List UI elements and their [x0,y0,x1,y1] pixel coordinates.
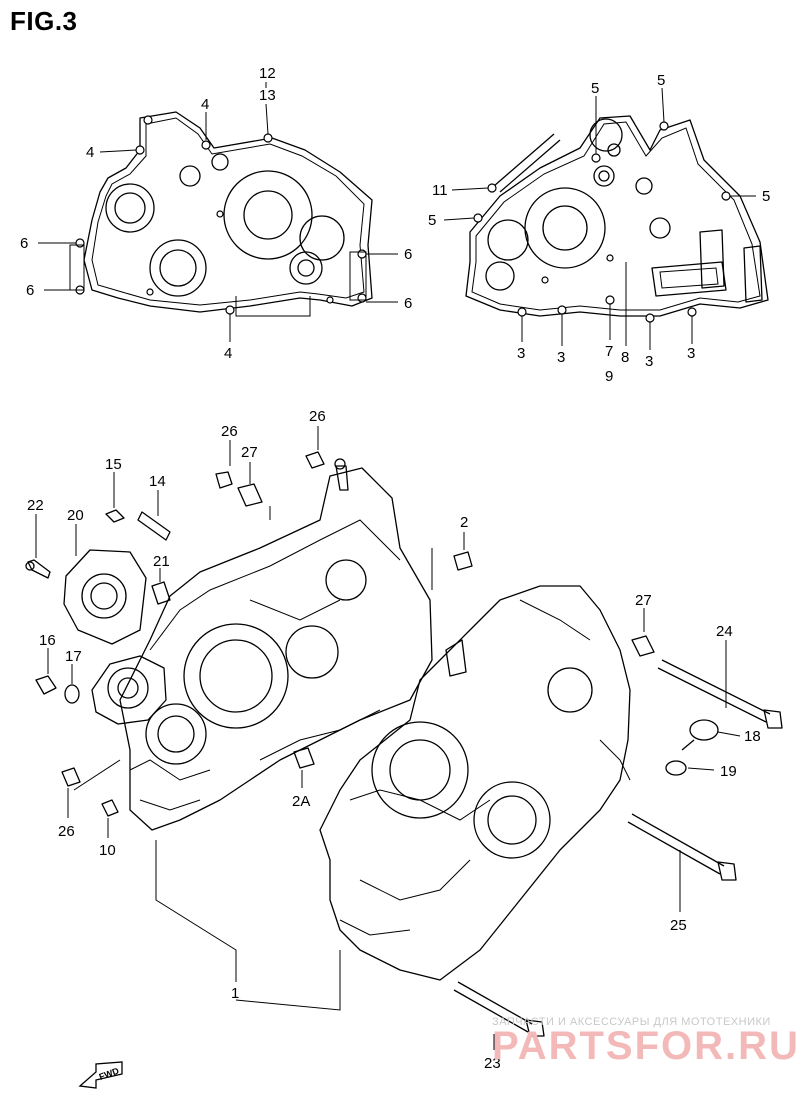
callout-1: 1 [231,985,239,1002]
callout-5c: 5 [428,212,436,229]
callout-6b: 6 [26,282,34,299]
watermark-tagline: ЗАПЧАСТИ И АКСЕССУАРЫ ДЛЯ МОТОТЕХНИКИ [492,1016,771,1028]
watermark: ЗАПЧАСТИ И АКСЕССУАРЫ ДЛЯ МОТОТЕХНИКИ PA… [492,1016,800,1069]
crankcase-right-face [465,115,769,323]
callout-8: 8 [621,349,629,366]
callout-13: 13 [259,87,276,104]
callout-15: 15 [105,456,122,473]
callout-12: 12 [259,65,276,82]
callout-20: 20 [67,507,84,524]
leaders-bottom [35,426,741,1050]
crankcase-right-half [319,585,631,981]
figure-title: FIG.3 [10,6,78,36]
callout-3d: 3 [687,345,695,362]
callout-3b: 3 [557,349,565,366]
callout-23: 23 [484,1055,501,1072]
callout-9: 9 [605,368,613,385]
callout-3c: 3 [645,353,653,370]
callout-6c: 6 [404,246,412,263]
callout-22: 22 [27,497,44,514]
leaders-top-left [38,82,398,342]
callout-26b: 26 [309,408,326,425]
callout-10: 10 [99,842,116,859]
callout-26c: 26 [58,823,75,840]
callout-2A: 2A [292,793,310,810]
callout-17: 17 [65,648,82,665]
crankcase-left-face [69,111,373,317]
callout-21: 21 [153,553,170,570]
callout-25: 25 [670,917,687,934]
callout-2: 2 [460,514,468,531]
callout-5b: 5 [657,72,665,89]
watermark-logo: PARTSFOR.RU [492,1024,800,1068]
callout-16: 16 [39,632,56,649]
callout-14: 14 [149,473,166,490]
fwd-arrow-icon: FWD [78,1061,123,1089]
callout-4a: 4 [201,96,209,113]
callout-4b: 4 [86,144,94,161]
callout-24: 24 [716,623,733,640]
leaders-top-right [443,87,756,350]
small-parts [25,451,783,1037]
callout-27a: 27 [241,444,258,461]
crankcase-left-half [119,458,433,831]
callout-27b: 27 [635,592,652,609]
callout-26a: 26 [221,423,238,440]
callout-7: 7 [605,343,613,360]
callout-18: 18 [744,728,761,745]
callout-5d: 5 [762,188,770,205]
callout-6a: 6 [20,235,28,252]
callout-4c: 4 [224,345,232,362]
callout-19: 19 [720,763,737,780]
callout-labels: 12 13 4 4 6 6 6 6 6 4 5 5 11 5 5 3 3 7 9… [20,65,770,1072]
callout-11: 11 [432,182,448,199]
callout-6d: 6 [404,295,412,312]
callout-3a: 3 [517,345,525,362]
callout-5a: 5 [591,80,599,97]
